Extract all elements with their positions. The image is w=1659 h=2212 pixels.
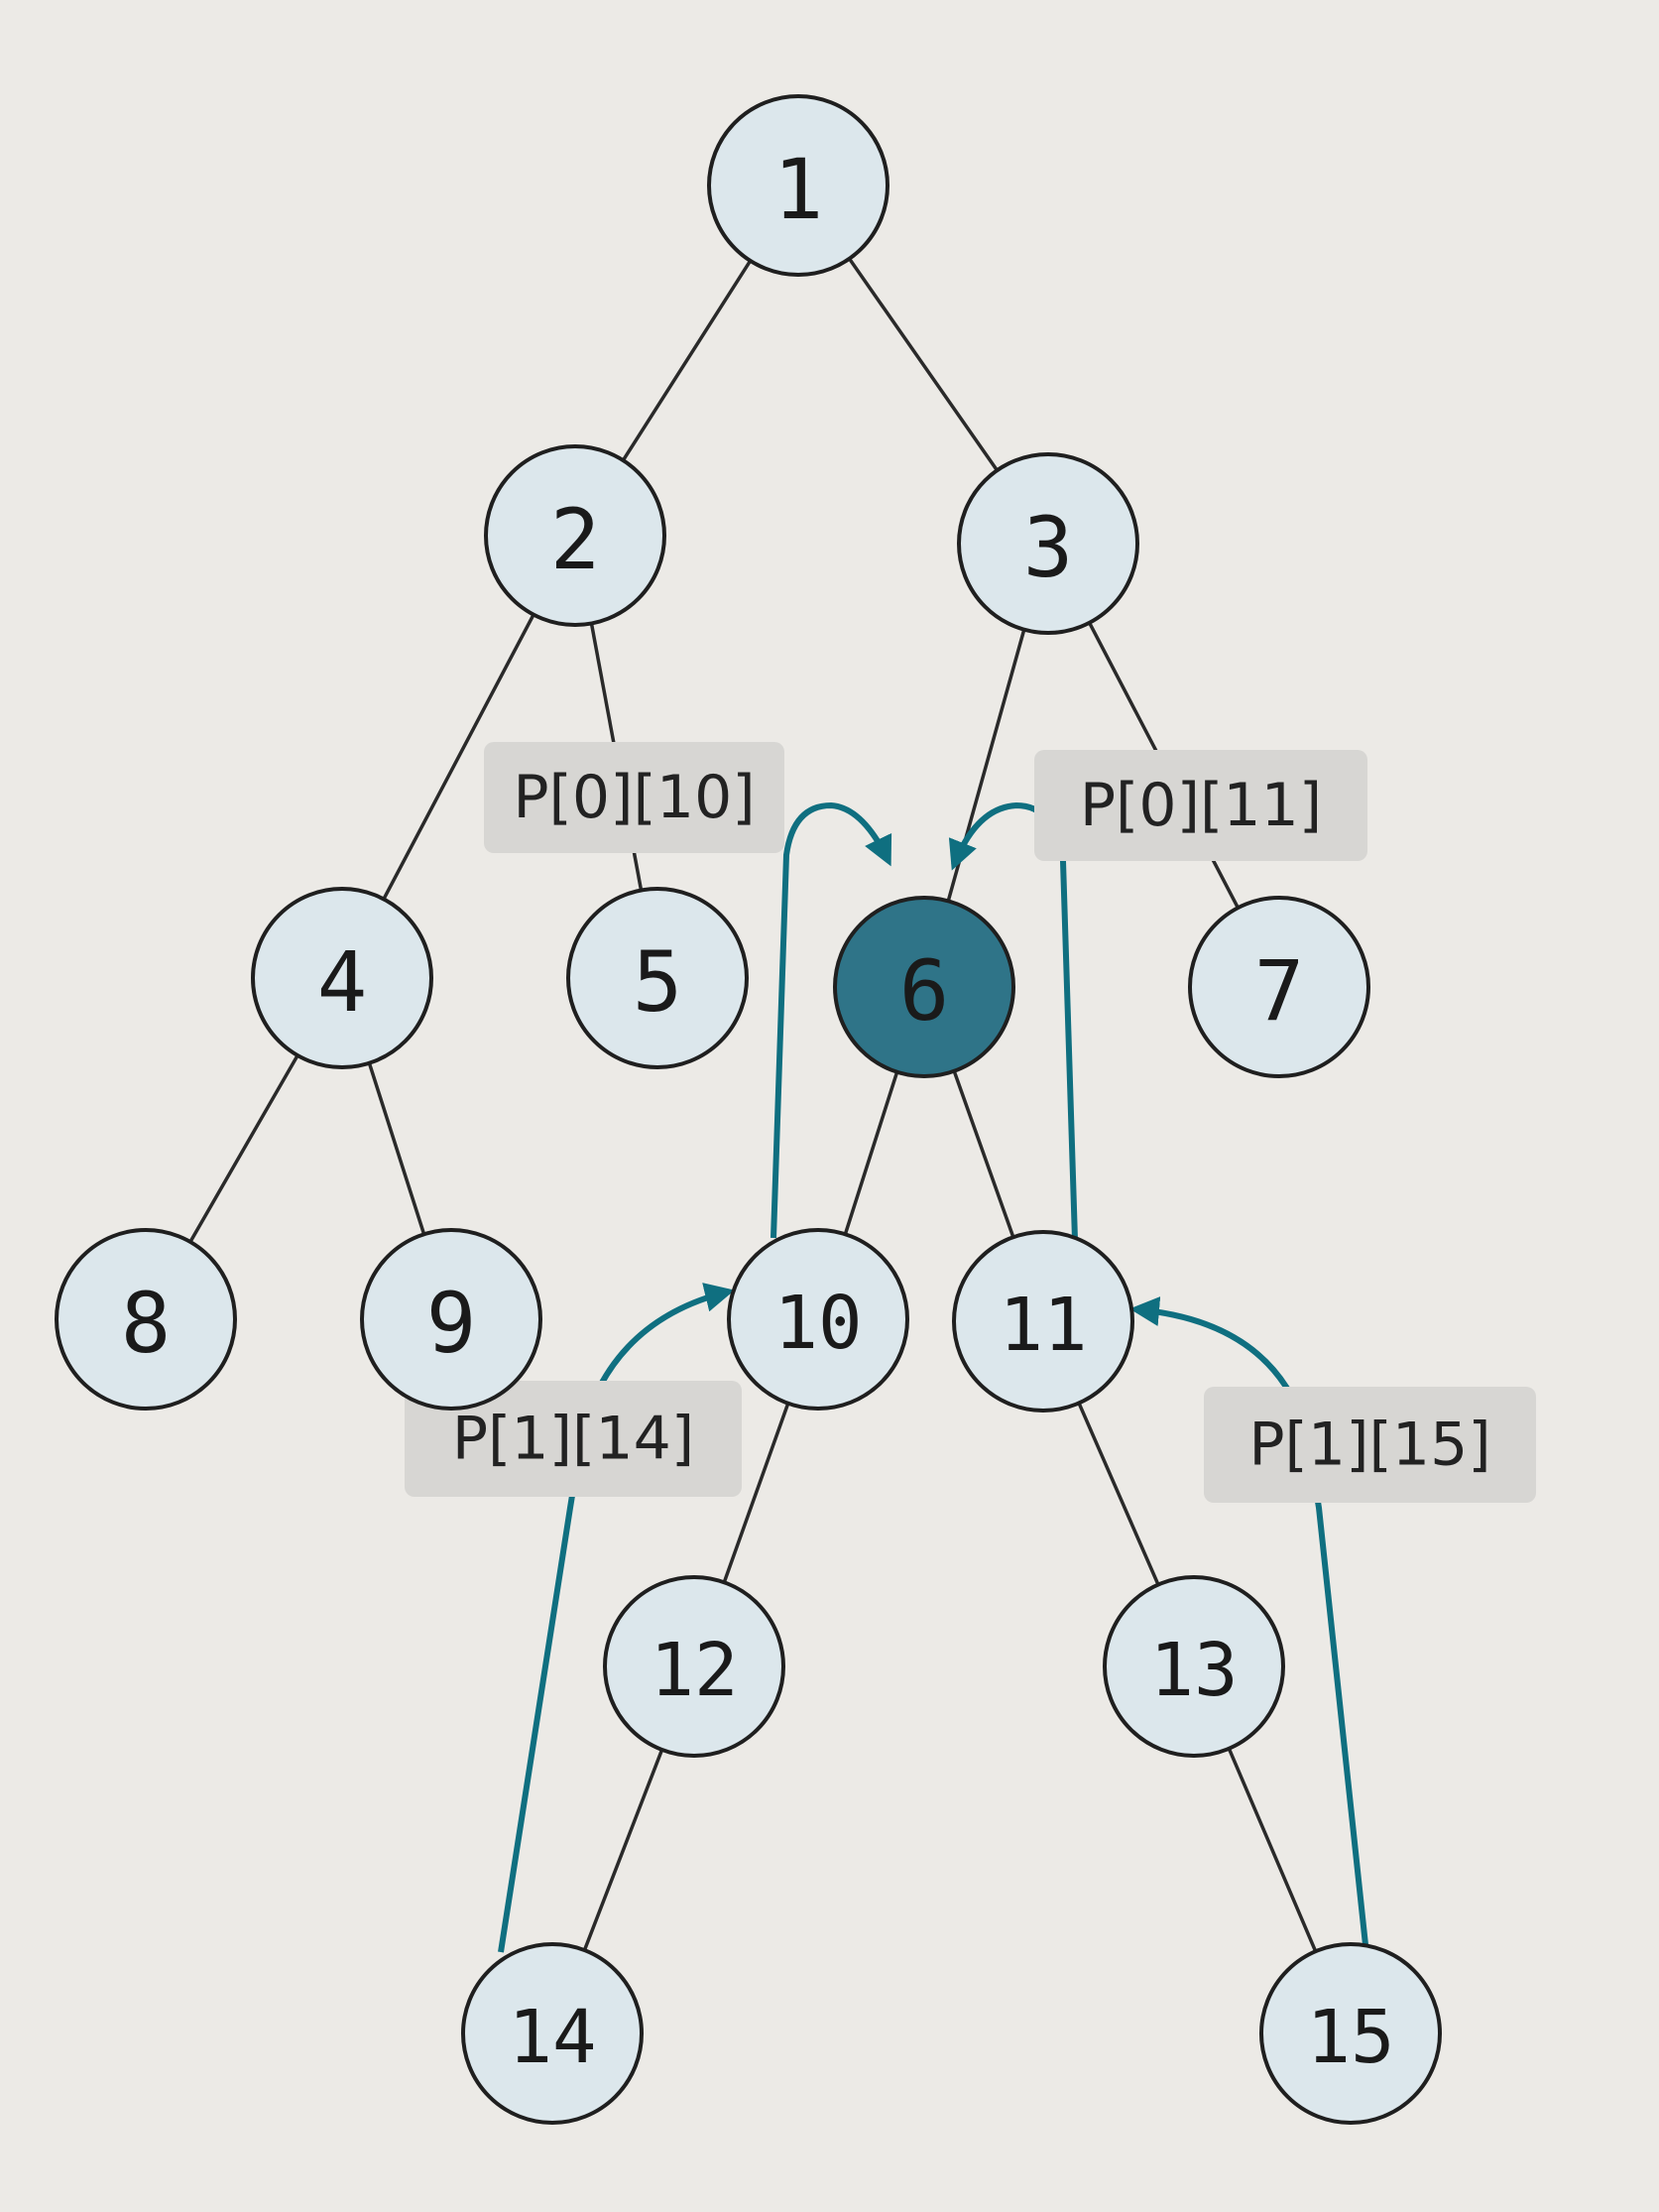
- tree-node-7: 7: [1188, 896, 1370, 1078]
- node-circle: [251, 887, 433, 1069]
- pointer-label-box: P[0][10]: [484, 742, 784, 853]
- node-label: 14: [508, 1995, 596, 2080]
- pointer-label-background: [484, 742, 784, 853]
- tree-node-8: 8: [55, 1228, 237, 1411]
- node-label: 1: [773, 141, 824, 238]
- node-circle: [1259, 1942, 1442, 2125]
- node-circle: [461, 1942, 644, 2125]
- tree-node-1: 1: [707, 94, 889, 277]
- node-circle: [957, 452, 1139, 635]
- node-label: 11: [999, 1283, 1087, 1368]
- tree-node-13: 13: [1103, 1575, 1285, 1758]
- node-label: 9: [426, 1275, 477, 1372]
- node-label: 10: [773, 1281, 862, 1366]
- tree-node-6: 6: [833, 896, 1015, 1078]
- node-circle: [1188, 896, 1370, 1078]
- tree-node-10: 10: [727, 1228, 909, 1411]
- node-label: 8: [121, 1275, 172, 1372]
- tree-node-2: 2: [484, 444, 666, 627]
- tree-node-14: 14: [461, 1942, 644, 2125]
- node-label: 4: [317, 933, 368, 1031]
- pointer-labels-layer: P[0][10] P[0][11] P[1][14] P[1][15]: [405, 742, 1536, 1503]
- pointer-label-text: P[1][14]: [452, 1405, 694, 1474]
- node-label: 15: [1306, 1995, 1394, 2080]
- node-label: 2: [550, 491, 601, 588]
- tree-node-5: 5: [566, 887, 749, 1069]
- tree-node-3: 3: [957, 452, 1139, 635]
- tree-node-11: 11: [952, 1230, 1134, 1413]
- pointer-label-background: [1204, 1387, 1536, 1503]
- pointer-label-box: P[0][11]: [1034, 750, 1367, 861]
- node-circle: [603, 1575, 785, 1758]
- node-label: 6: [899, 942, 950, 1040]
- node-circle: [55, 1228, 237, 1411]
- tree-node-12: 12: [603, 1575, 785, 1758]
- node-circle: [1103, 1575, 1285, 1758]
- node-circle: [484, 444, 666, 627]
- edges-layer: [144, 184, 1353, 2034]
- node-label: 3: [1023, 499, 1074, 596]
- node-label: 7: [1254, 942, 1305, 1040]
- pointer-label-box: P[1][15]: [1204, 1387, 1536, 1503]
- node-label: 13: [1149, 1628, 1238, 1713]
- tree-node-9: 9: [360, 1228, 542, 1411]
- node-label: 12: [650, 1628, 738, 1713]
- pointer-label-text: P[1][15]: [1248, 1411, 1490, 1480]
- node-label: 5: [633, 933, 683, 1031]
- node-circle: [707, 94, 889, 277]
- ancestor-pointer-arrow-10-to-6: [770, 801, 892, 1239]
- node-circle: [727, 1228, 909, 1411]
- pointer-label-background: [405, 1381, 742, 1497]
- node-circle: [360, 1228, 542, 1411]
- node-circle: [566, 887, 749, 1069]
- tree-node-15: 15: [1259, 1942, 1442, 2125]
- node-circle: [952, 1230, 1134, 1413]
- highlighted-node-circle: [833, 896, 1015, 1078]
- pointer-label-text: P[0][11]: [1080, 771, 1322, 840]
- pointer-label-box: P[1][14]: [405, 1381, 742, 1497]
- tree-node-4: 4: [251, 887, 433, 1069]
- pointer-label-background: [1034, 750, 1367, 861]
- pointer-label-text: P[0][10]: [513, 763, 755, 832]
